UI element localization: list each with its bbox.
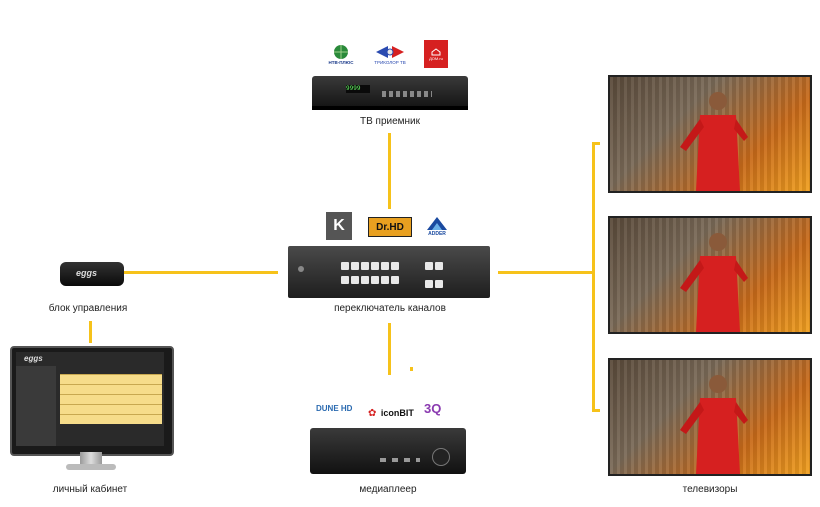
tv-bus-top — [592, 142, 600, 145]
switcher-button-row-top — [340, 258, 410, 270]
player-knob — [432, 448, 450, 466]
switcher-brand-logos: K Dr.HD ADDER — [326, 212, 454, 242]
receiver-stand — [312, 106, 468, 110]
adder-mountain-icon — [427, 217, 447, 230]
switcher-side-buttons — [424, 258, 454, 288]
adder-logo: ADDER — [422, 212, 452, 240]
iconbit-logo: ✿ iconBIT — [368, 408, 414, 419]
switcher-power-indicator — [298, 266, 304, 272]
tricolor-logo: ТРИКОЛОР ТВ — [370, 40, 410, 68]
television-2 — [608, 216, 812, 334]
wire-control-to-cabinet — [89, 321, 92, 343]
tv-bus-vertical — [592, 142, 595, 412]
football-player-figure — [680, 375, 748, 474]
drhd-logo: Dr.HD — [368, 217, 412, 237]
tv-bus-spur — [410, 367, 413, 371]
wire-control-to-switcher — [124, 271, 278, 274]
control-unit-label: блок управления — [48, 303, 128, 314]
channel-switcher-device — [288, 246, 490, 298]
switcher-button-row-bottom — [340, 272, 410, 284]
dune-hd-logo: DUNE HD — [316, 404, 353, 413]
player-brand-logos: DUNE HD ✿ iconBIT 3Q — [316, 400, 456, 422]
monitor-stand-base — [66, 464, 116, 470]
wire-receiver-to-switcher — [388, 133, 391, 209]
receiver-display: 9999 — [346, 85, 370, 93]
monitor-stand-neck — [80, 452, 102, 466]
monitor-sidebar — [16, 366, 56, 446]
player-buttons — [380, 458, 420, 462]
channel-switcher-label: переключатель каналов — [334, 303, 446, 314]
television-1 — [608, 75, 812, 193]
house-icon — [431, 47, 441, 55]
television-3 — [608, 358, 812, 476]
receiver-brand-logos: НТВ-ПЛЮС ТРИКОЛОР ТВ ДОМ.ru — [326, 40, 450, 70]
ntv-plus-logo: НТВ-ПЛЮС — [326, 40, 356, 68]
televisions-label: телевизоры — [682, 484, 738, 495]
tv-bus-bottom — [592, 409, 600, 412]
tv-receiver-device: 9999 — [312, 76, 468, 110]
control-unit-box: eggs — [60, 262, 124, 286]
iconbit-gear-icon: ✿ — [368, 408, 377, 419]
personal-cabinet-monitor: eggs — [10, 346, 174, 456]
wire-switcher-to-player — [388, 323, 391, 375]
tricolor-bow-icon — [376, 45, 404, 58]
monitor-screen: eggs — [16, 352, 164, 446]
wire-switcher-to-tvs — [498, 271, 593, 274]
football-player-figure — [680, 92, 748, 191]
media-player-device — [310, 428, 466, 474]
monitor-table-lines — [60, 374, 162, 424]
football-player-figure — [680, 233, 748, 332]
globe-icon — [334, 44, 348, 59]
control-unit-device: eggs — [60, 258, 126, 290]
tv-receiver-label: ТВ приемник — [359, 116, 421, 127]
receiver-buttons — [382, 91, 432, 97]
kramer-logo: K — [326, 212, 352, 240]
dom-ru-logo: ДОМ.ru — [424, 40, 448, 68]
personal-cabinet-label: личный кабинет — [52, 484, 128, 495]
3q-logo: 3Q — [424, 401, 442, 416]
media-player-label: медиаплеер — [359, 484, 417, 495]
